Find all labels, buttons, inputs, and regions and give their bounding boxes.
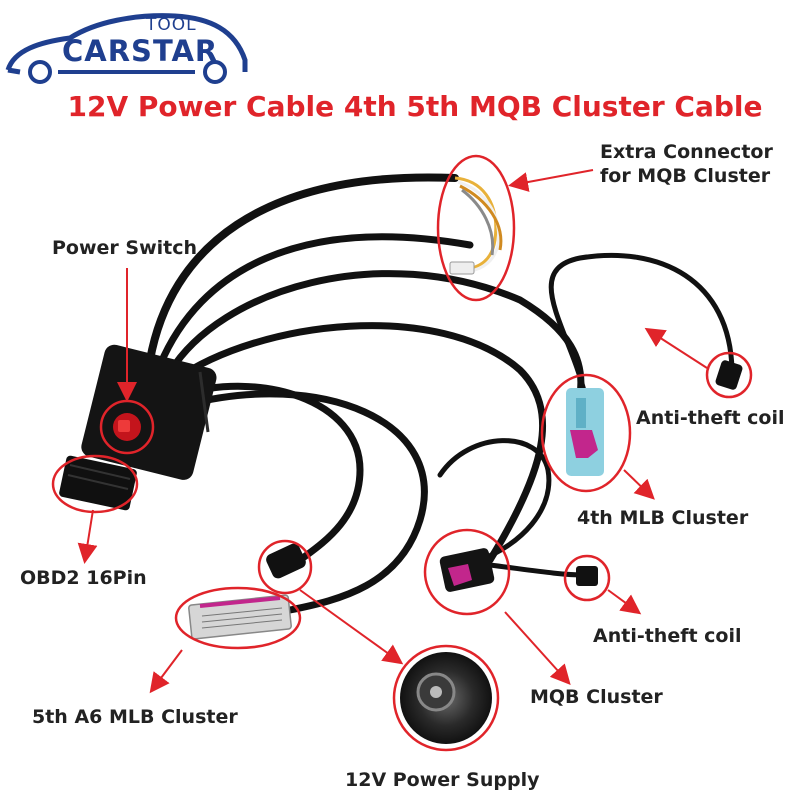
power-switch[interactable] — [113, 413, 141, 441]
highlight-mlb-5th — [174, 586, 302, 650]
highlight-circles — [51, 154, 753, 752]
label-anti-theft-coil-bottom: Anti-theft coil — [593, 625, 742, 647]
page-title: 12V Power Cable 4th 5th MQB Cluster Cabl… — [67, 90, 763, 123]
highlight-extra-connector — [436, 154, 516, 302]
highlight-anti-theft-top — [705, 351, 753, 399]
mqb-cluster-connector — [439, 548, 495, 592]
label-extra-connector-line2: for MQB Cluster — [600, 165, 771, 187]
logo-brand-text: CARSTAR — [62, 34, 219, 68]
dc-jack-plug — [266, 543, 306, 579]
highlight-anti-theft-bottom — [563, 554, 611, 602]
anti-theft-coil-top — [715, 360, 743, 390]
pointer-arrows — [77, 169, 708, 694]
logo-tool-text: TOOL — [146, 15, 197, 35]
highlight-dc-jack — [257, 539, 313, 595]
label-mlb-5th-a6-cluster: 5th A6 MLB Cluster — [32, 706, 238, 728]
highlight-power-supply — [392, 644, 500, 752]
mlb-5th-connector — [188, 594, 292, 640]
label-mqb-cluster: MQB Cluster — [530, 686, 663, 708]
mlb-4th-connector — [566, 388, 604, 476]
label-obd2-16pin: OBD2 16Pin — [20, 567, 147, 589]
label-extra-connector-line1: Extra Connector — [600, 141, 773, 163]
logo-car-icon — [5, 13, 248, 84]
label-anti-theft-coil-top: Anti-theft coil — [636, 407, 785, 429]
extra-connector-wires — [449, 176, 503, 275]
highlight-mqb — [423, 528, 511, 616]
label-12v-power-supply: 12V Power Supply — [345, 769, 540, 791]
label-power-switch: Power Switch — [52, 237, 198, 259]
power-supply-jack-closeup — [400, 652, 492, 744]
label-mlb-4th-cluster: 4th MLB Cluster — [577, 507, 749, 529]
anti-theft-coil-bottom — [576, 566, 598, 586]
highlight-mlb-4th — [540, 373, 632, 493]
highlight-obd2 — [51, 454, 139, 514]
